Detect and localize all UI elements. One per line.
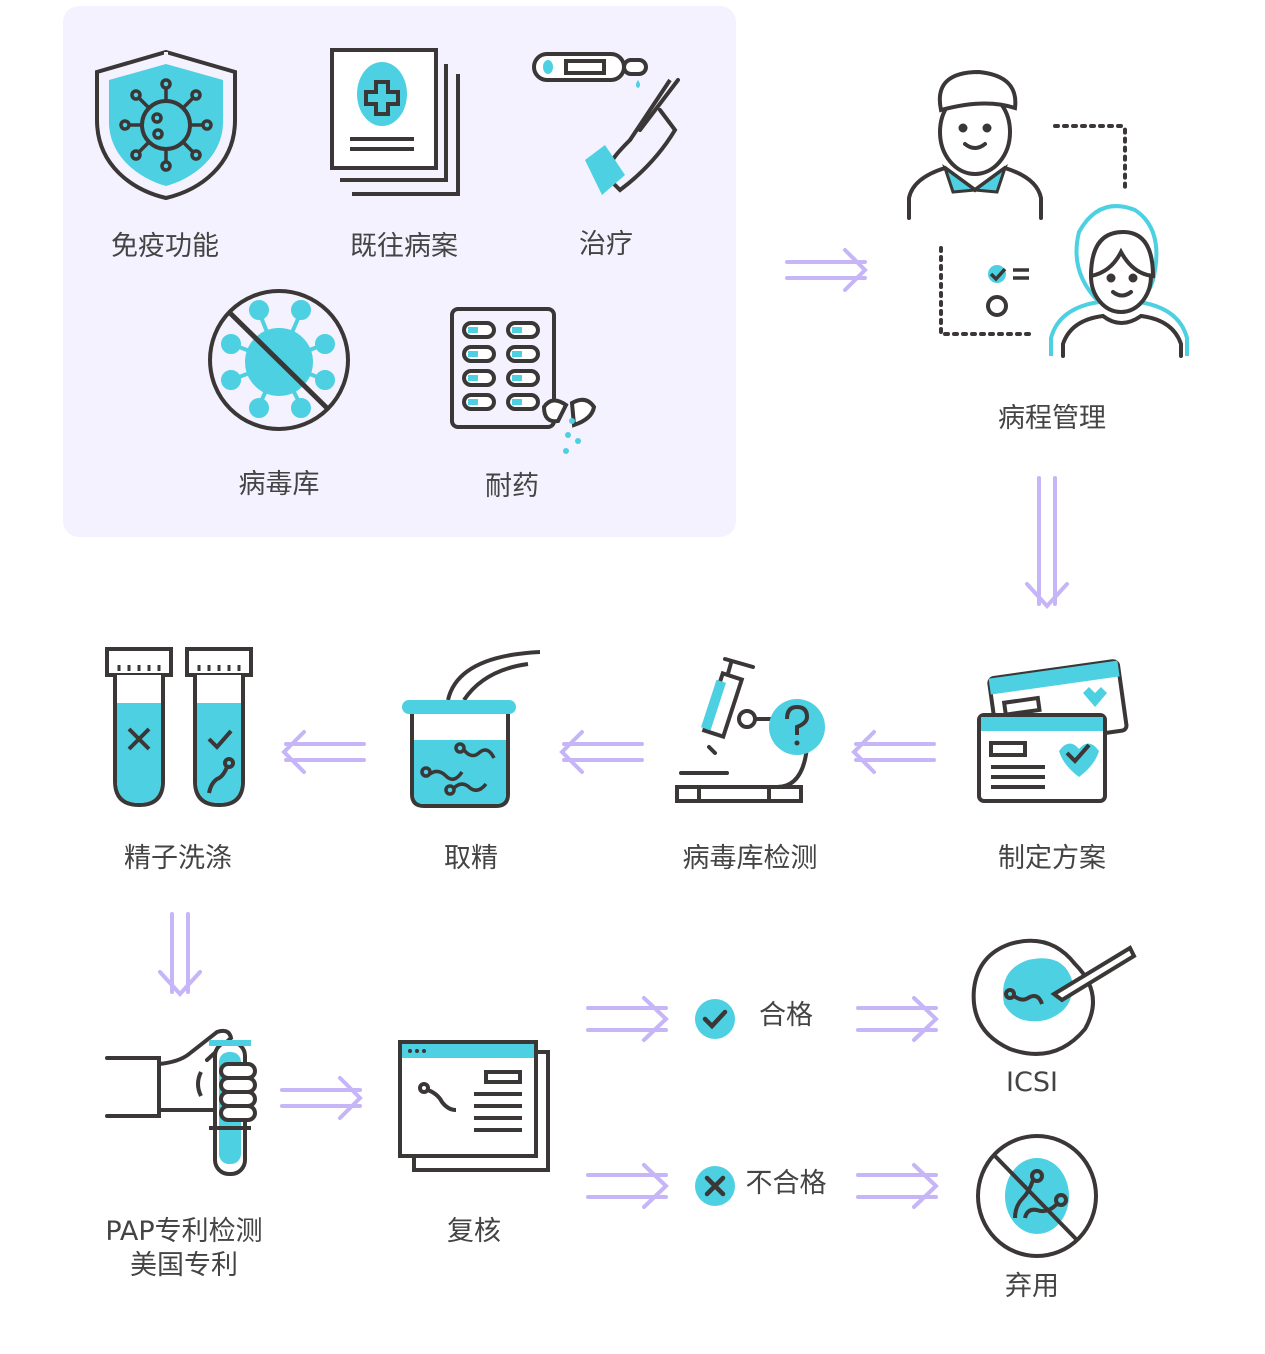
label-sperm-collection: 取精 [444, 843, 498, 874]
label-qualified: 合格 [759, 1000, 813, 1031]
label-review: 复核 [447, 1216, 501, 1247]
no-virus-icon [208, 289, 350, 431]
doctor-patient-icon [907, 69, 1189, 358]
discard-prohibited-icon [976, 1134, 1098, 1258]
microscope-icon [675, 657, 825, 803]
x-circle-icon [695, 1166, 735, 1206]
check-circle-icon [695, 999, 735, 1039]
label-virus-library: 病毒库 [238, 469, 320, 500]
arrow-left-to-washing [281, 730, 366, 774]
arrow-left-to-collection [559, 730, 644, 774]
arrow-right-to-case-management [785, 248, 868, 292]
label-make-plan: 制定方案 [998, 843, 1106, 874]
label-virus-library-test: 病毒库检测 [682, 843, 818, 874]
pap-test-line1: PAP专利检测 [105, 1216, 263, 1247]
arrow-down-to-plan [1025, 476, 1069, 609]
plan-cards-icon [977, 659, 1129, 803]
label-unqualified: 不合格 [745, 1168, 827, 1199]
shield-virus-icon [95, 49, 237, 201]
label-drug-resistance: 耐药 [485, 471, 539, 502]
review-window-icon [398, 1040, 550, 1172]
label-medical-history: 既往病案 [350, 231, 458, 262]
label-treatment: 治疗 [579, 229, 633, 260]
label-icsi: ICSI [1006, 1067, 1058, 1098]
label-immunity: 免疫功能 [111, 231, 219, 262]
arrow-right-to-icsi [856, 996, 939, 1042]
label-sperm-washing: 精子洗涤 [124, 843, 232, 874]
hand-tube-icon [105, 1028, 257, 1176]
arrow-right-to-qualified [586, 996, 669, 1042]
test-tubes-icon [105, 647, 253, 808]
medical-record-icon [330, 48, 460, 196]
label-pap-test: PAP专利检测美国专利 [105, 1215, 262, 1283]
blood-test-hand-icon [532, 52, 680, 195]
arrow-left-to-virus-test [851, 730, 936, 774]
pill-blister-icon [450, 307, 597, 454]
arrow-down-to-pap [158, 912, 202, 997]
arrow-right-to-discard [856, 1163, 939, 1209]
arrow-right-to-unqualified [586, 1163, 669, 1209]
label-discard: 弃用 [1005, 1271, 1059, 1302]
label-case-management: 病程管理 [998, 403, 1106, 434]
icsi-egg-icon [971, 938, 1137, 1056]
beaker-sperm-icon [402, 650, 541, 808]
pap-test-line2: 美国专利 [130, 1249, 238, 1281]
arrow-right-to-review [280, 1076, 363, 1120]
